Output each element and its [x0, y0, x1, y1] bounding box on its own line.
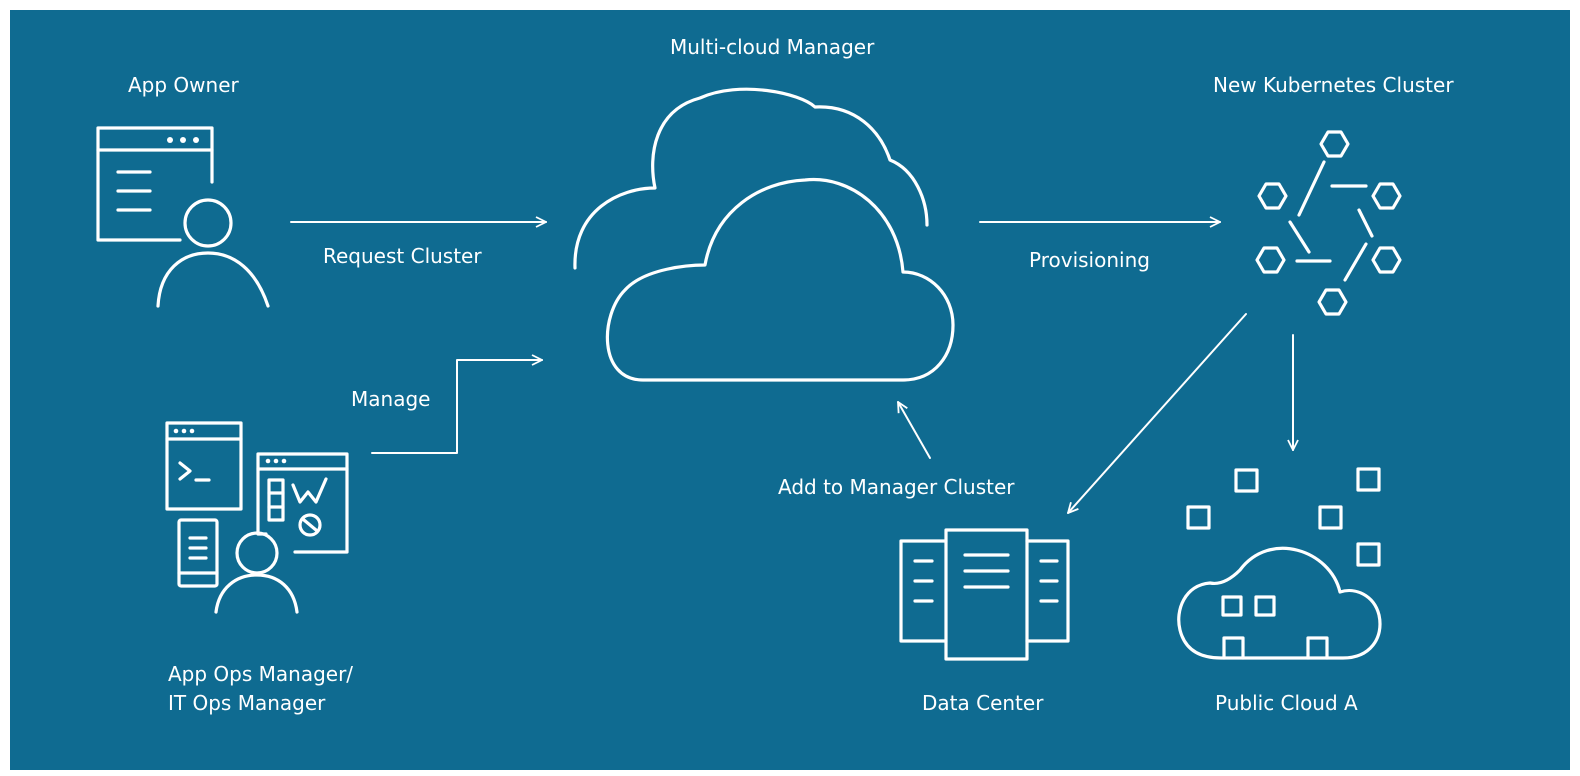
to-data-center-arrow — [1068, 313, 1247, 513]
ops-manager-label-line2: IT Ops Manager — [168, 691, 326, 715]
add-to-manager-label: Add to Manager Cluster — [778, 475, 1015, 499]
ops-manager-icon — [165, 421, 349, 614]
kubernetes-cluster-label: New Kubernetes Cluster — [1213, 73, 1454, 97]
manage-label: Manage — [351, 387, 431, 411]
ops-manager-label-line1: App Ops Manager/ — [168, 662, 354, 686]
provisioning-label: Provisioning — [1029, 248, 1150, 272]
manager-label: Multi-cloud Manager — [670, 35, 875, 59]
multi-cloud-manager-icon — [573, 87, 955, 382]
app-owner-label: App Owner — [128, 73, 239, 97]
kubernetes-cluster-icon — [1255, 130, 1402, 316]
public-cloud-label: Public Cloud A — [1215, 691, 1358, 715]
diagram-canvas: Multi-cloud Manager App Owner New Kubern… — [10, 10, 1570, 770]
diagram-graphics — [96, 87, 1402, 661]
data-center-label: Data Center — [922, 691, 1044, 715]
manage-arrow — [371, 360, 543, 454]
request-cluster-label: Request Cluster — [323, 244, 482, 268]
data-center-icon — [899, 528, 1070, 661]
add-to-manager-arrow — [897, 402, 931, 459]
public-cloud-icon — [1177, 467, 1382, 660]
app-owner-icon — [96, 126, 270, 308]
